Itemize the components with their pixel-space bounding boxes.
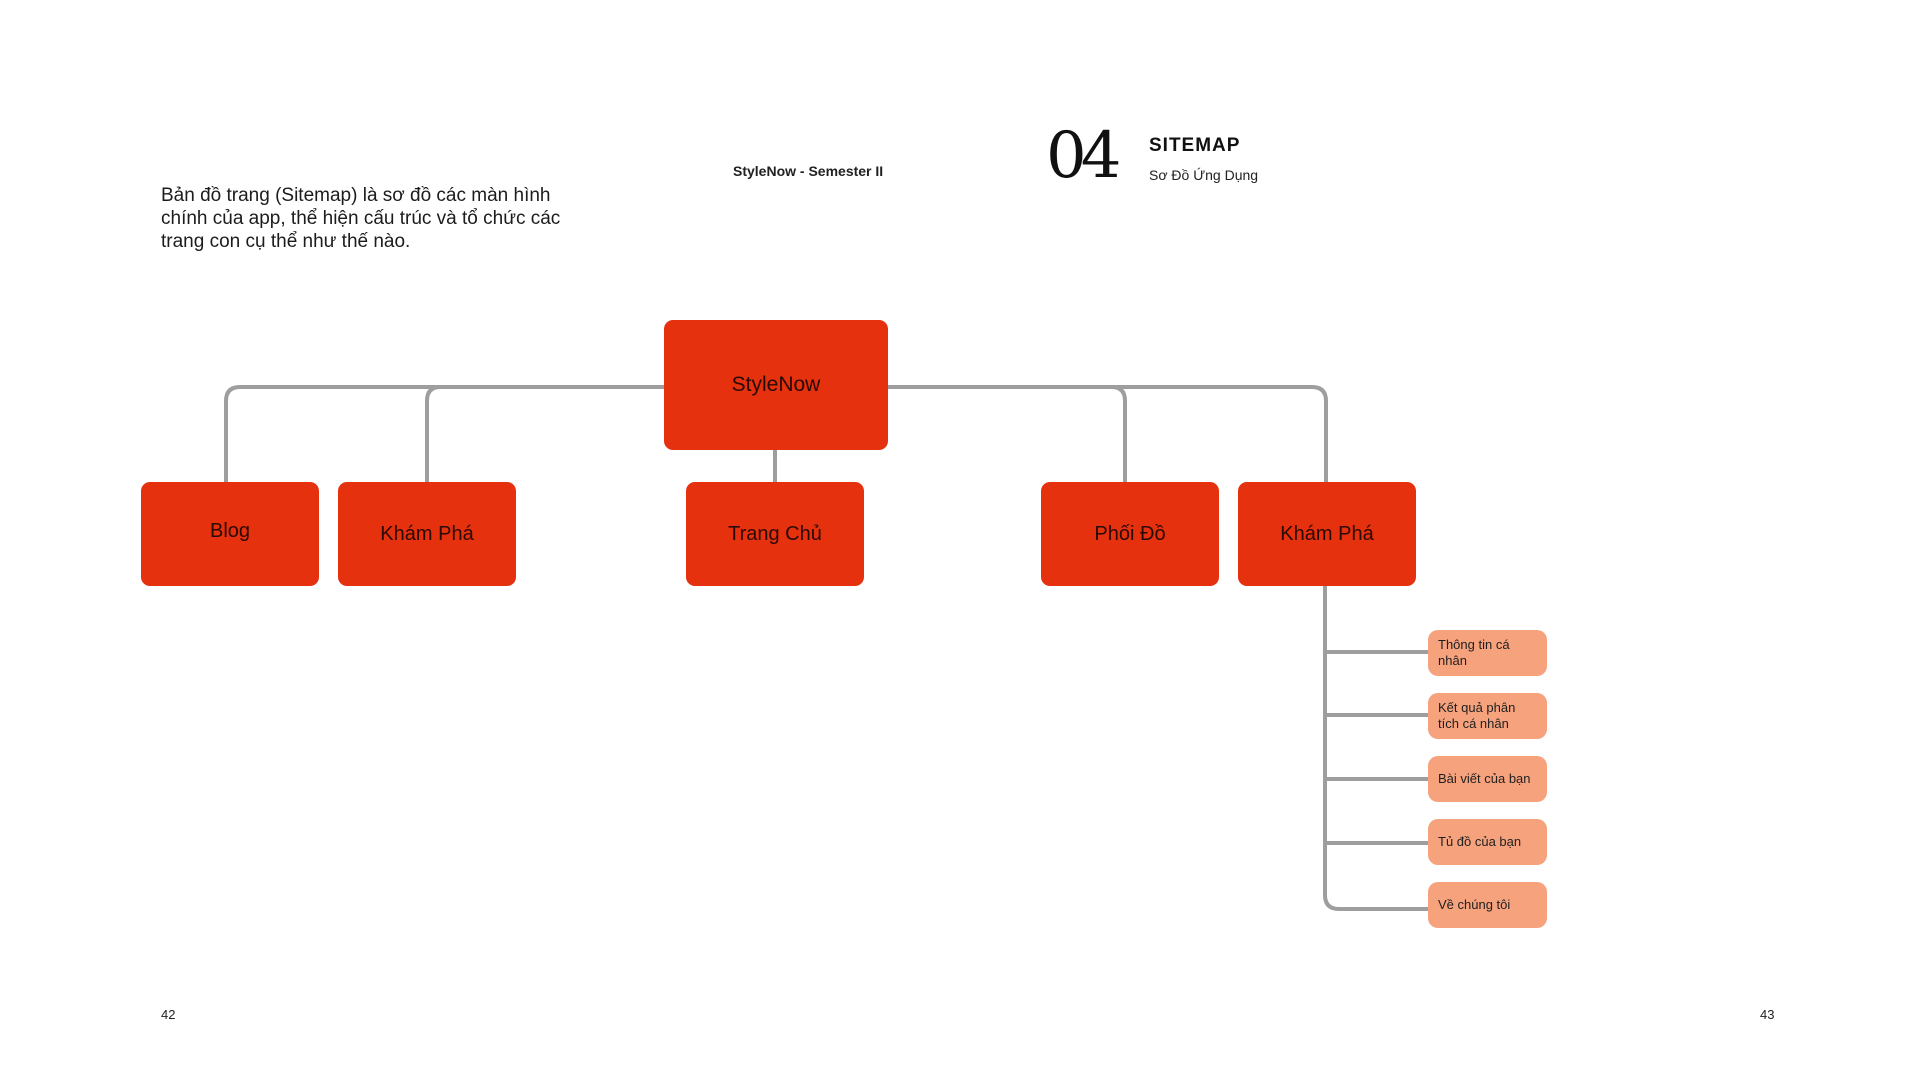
connector-root-right <box>886 385 1328 484</box>
leaf-ket-qua-phan-tich: Kết quả phân tích cá nhân <box>1428 693 1547 739</box>
leaf-bai-viet-cua-ban: Bài viết của bạn <box>1428 756 1547 802</box>
section-subtitle: Sơ Đồ Ứng Dụng <box>1149 167 1259 183</box>
page-number-left: 42 <box>161 1007 176 1022</box>
node-trang-chu: Trang Chủ <box>686 482 864 586</box>
node-blog: Blog <box>141 482 319 586</box>
intro-text: Bản đồ trang (Sitemap) là sơ đồ các màn … <box>161 185 561 252</box>
node-root-stylenow: StyleNow <box>664 320 888 450</box>
connector-root-left <box>224 385 668 484</box>
document-title: StyleNow - Semester II <box>733 163 884 179</box>
connector-kham-pha-left <box>425 385 441 484</box>
connector-phoi-do <box>1111 385 1127 484</box>
connector-sub-trunk <box>1323 585 1428 911</box>
leaf-ve-chung-toi: Về chúng tôi <box>1428 882 1547 928</box>
node-phoi-do: Phối Đồ <box>1041 482 1219 586</box>
leaf-thong-tin-ca-nhan: Thông tin cá nhân <box>1428 630 1547 676</box>
section-number: 04 <box>1046 119 1121 193</box>
node-kham-pha-1: Khám Phá <box>338 482 516 586</box>
section-title: SITEMAP <box>1149 135 1241 156</box>
node-kham-pha-2: Khám Phá <box>1238 482 1416 586</box>
leaf-tu-do-cua-ban: Tủ đồ của bạn <box>1428 819 1547 865</box>
page-number-right: 43 <box>1760 1007 1775 1022</box>
